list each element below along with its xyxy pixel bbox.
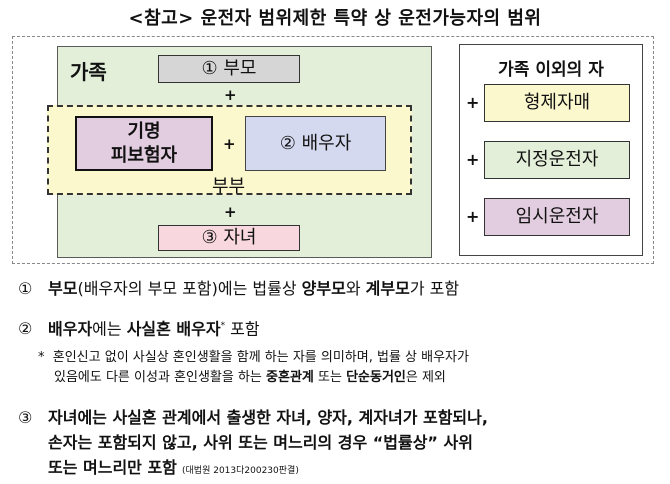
plus-sign: + (466, 150, 480, 169)
named-insured-line2: 피보험자 (110, 145, 178, 166)
note-text: (배우자의 부모 포함)에는 법률상 (77, 279, 302, 298)
note-children-line2: 손자는 포함되지 않고, 사위 또는 며느리의 경우 “법률상” 사위 (18, 430, 488, 455)
footnote-star: * (38, 350, 45, 365)
note-number: ② (18, 319, 33, 339)
couple-label: 부부 (212, 176, 246, 197)
children-box: ③ 자녀 (158, 225, 300, 251)
note-bold: 계부모 (365, 279, 410, 298)
spouse-footnote: * 혼인신고 없이 사실상 혼인생활을 함께 하는 자를 의미하며, 법률 상 … (38, 348, 469, 388)
designated-driver-box: 지정운전자 (484, 141, 630, 179)
footnote-line1: * 혼인신고 없이 사실상 혼인생활을 함께 하는 자를 의미하며, 법률 상 … (38, 348, 469, 368)
note-text: 가 포함 (409, 279, 460, 298)
footnote-marker: * (220, 321, 226, 331)
note-text: 와 (345, 279, 366, 298)
page-title: <참고> 운전자 범위제한 특약 상 운전가능자의 범위 (128, 8, 542, 29)
plus-sign: + (223, 135, 236, 153)
footnote-line2: 있음에도 다른 이성과 혼인생활을 하는 중혼관계 또는 단순동거인은 제외 (38, 368, 469, 388)
note-bold: 사실혼 배우자 (126, 319, 221, 339)
note-parents: ① 부모(배우자의 부모 포함)에는 법률상 양부모와 계부모가 포함 (18, 276, 459, 301)
plus-sign: + (466, 93, 480, 112)
siblings-box: 형제자매 (484, 84, 630, 122)
parents-box: ① 부모 (158, 55, 300, 83)
note-bold: 자녀에는 사실혼 관계에서 출생한 자녀, 양자, 계자녀가 포함되나, (48, 408, 488, 427)
named-insured-line1: 기명 (127, 121, 161, 142)
spouse-box: ② 배우자 (245, 116, 386, 171)
note-bold: 손자는 포함되지 않고, 사위 또는 며느리의 경우 “법률상” 사위 (48, 433, 473, 452)
plus-sign: + (224, 203, 237, 221)
note-number: ① (18, 279, 33, 298)
others-title: 가족 이외의 자 (498, 60, 604, 80)
footnote-text: 또는 (313, 370, 347, 385)
note-text: 포함 (225, 319, 260, 339)
note-children: ③ 자녀에는 사실혼 관계에서 출생한 자녀, 양자, 계자녀가 포함되나, 손자… (18, 405, 488, 484)
plus-sign: + (224, 86, 237, 104)
note-children-line1: ③ 자녀에는 사실혼 관계에서 출생한 자녀, 양자, 계자녀가 포함되나, (18, 405, 488, 430)
plus-sign: + (466, 207, 480, 226)
temporary-driver-box: 임시운전자 (484, 198, 630, 236)
note-spouse: ② 배우자에는 사실혼 배우자* 포함 (18, 314, 260, 341)
diagram-frame (12, 36, 654, 264)
note-bold: 부모 (48, 279, 78, 298)
note-bold: 양부모 (301, 279, 346, 298)
note-bold: 또는 며느리만 포함 (48, 458, 177, 477)
footnote-bold: 단순동거인 (346, 370, 406, 385)
family-label: 가족 (70, 60, 107, 84)
note-number: ③ (18, 408, 33, 427)
footnote-bold: 중혼관계 (266, 370, 314, 385)
citation-text: (대법원 2013다200230판결) (182, 466, 299, 476)
footnote-text: 은 제외 (405, 370, 446, 385)
footnote-text: 혼인신고 없이 사실상 혼인생활을 함께 하는 자를 의미하며, 법률 상 배우… (52, 350, 469, 365)
note-bold: 배우자 (48, 319, 93, 339)
named-insured-box: 기명 피보험자 (75, 116, 213, 171)
note-text: 에는 (92, 319, 127, 339)
footnote-text: 있음에도 다른 이성과 혼인생활을 하는 (54, 370, 267, 385)
note-children-line3: 또는 며느리만 포함 (대법원 2013다200230판결) (18, 455, 488, 484)
